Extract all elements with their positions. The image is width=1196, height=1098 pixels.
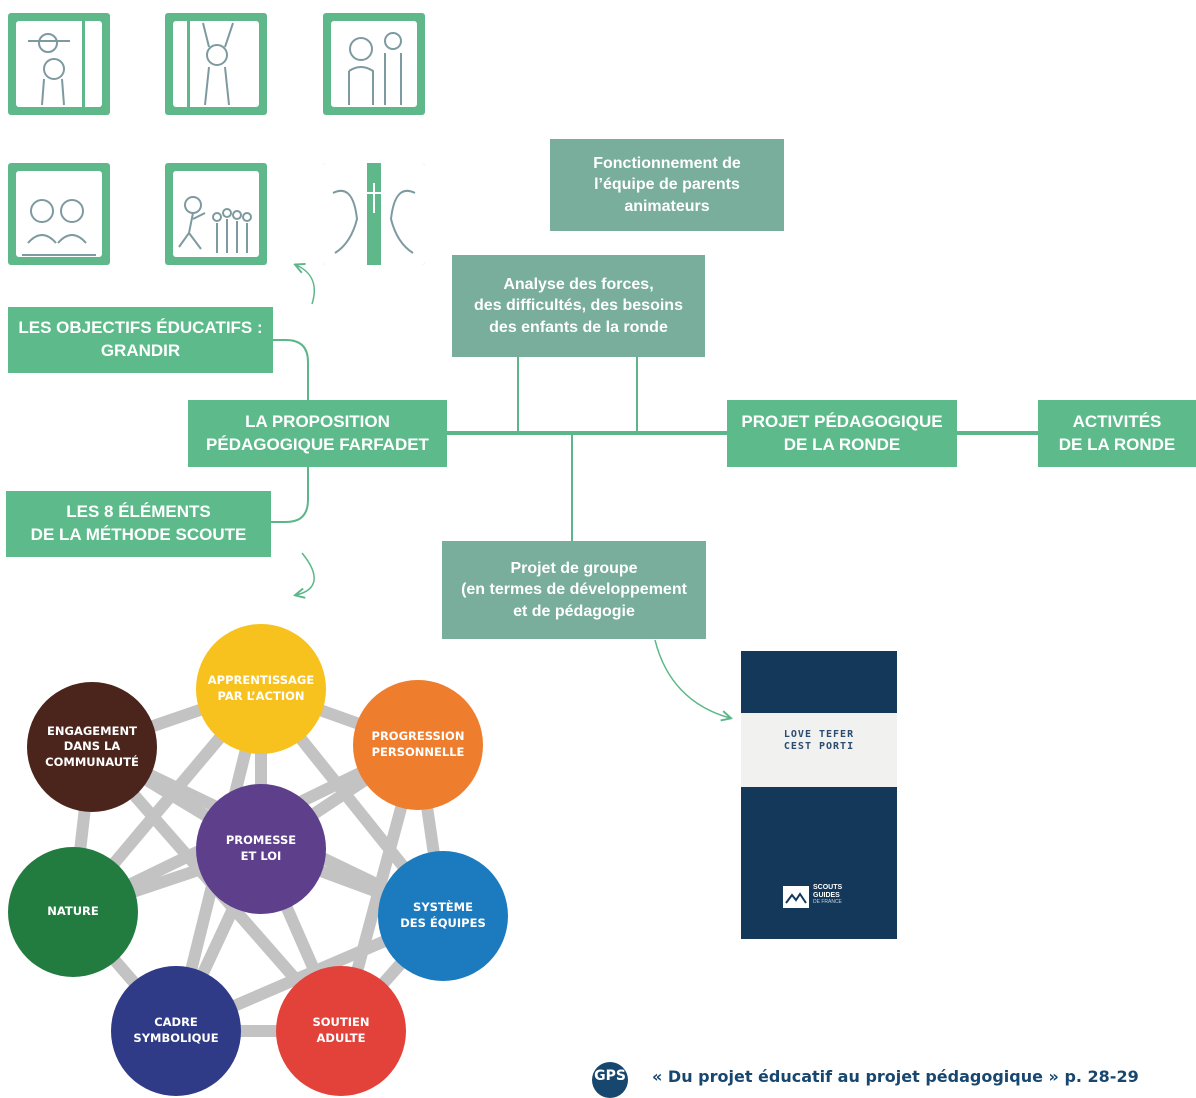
proposition-line-1: LA PROPOSITION bbox=[245, 411, 390, 431]
booklet-headline-line: LOVE TEFER bbox=[783, 729, 855, 740]
booklet-cover: LOVE TEFER CEST PORTI SCOUTS GUIDES DE F… bbox=[741, 651, 897, 939]
method-circle-symbolic-framework: CADRE SYMBOLIQUE bbox=[111, 966, 241, 1096]
circle-label-line: PROGRESSION bbox=[371, 729, 465, 744]
analysis-box: Analyse des forces, des difficultés, des… bbox=[452, 255, 705, 357]
method-circle-personal-progression: PROGRESSION PERSONNELLE bbox=[353, 680, 483, 810]
functioning-line-3: animateurs bbox=[624, 197, 710, 215]
scouts-logo-icon bbox=[783, 886, 809, 908]
project-line-2: DE LA RONDE bbox=[783, 434, 901, 454]
children-sitting-illustration bbox=[8, 163, 110, 265]
arrow-connectors bbox=[296, 265, 730, 718]
proposition-box: LA PROPOSITION PÉDAGOGIQUE FARFADET bbox=[188, 400, 447, 467]
functioning-box: Fonctionnement de l’équipe de parents an… bbox=[550, 139, 784, 231]
circle-label-line: DES ÉQUIPES bbox=[400, 916, 486, 930]
method-circle-community-engagement: ENGAGEMENT DANS LA COMMUNAUTÉ bbox=[27, 682, 157, 812]
gps-badge: GPS bbox=[592, 1062, 628, 1098]
activities-line-2: DE LA RONDE bbox=[1058, 434, 1176, 454]
group-project-line-3: et de pédagogie bbox=[513, 602, 635, 620]
booklet-headline: LOVE TEFER CEST PORTI bbox=[741, 729, 897, 752]
circle-label-line: SYSTÈME bbox=[413, 900, 473, 915]
circle-label-line: NATURE bbox=[47, 904, 99, 919]
circle-label-line: CADRE bbox=[154, 1015, 198, 1030]
project-line-1: PROJET PÉDAGOGIQUE bbox=[741, 411, 943, 431]
method-line-1: LES 8 ÉLÉMENTS bbox=[66, 502, 211, 522]
objectives-line-2: GRANDIR bbox=[100, 341, 181, 360]
running-child-group-illustration bbox=[165, 163, 267, 265]
circle-label-line: SOUTIEN bbox=[312, 1015, 370, 1030]
circle-label-line: ENGAGEMENT bbox=[47, 723, 137, 738]
proposition-line-2: PÉDAGOGIQUE FARFADET bbox=[206, 434, 429, 454]
circle-label-line: ET LOI bbox=[240, 849, 282, 863]
child-arms-raised-illustration bbox=[165, 13, 267, 115]
method-circle-learning-by-doing: APPRENTISSAGE PAR L’ACTION bbox=[196, 624, 326, 754]
child-on-shoulders-illustration bbox=[8, 13, 110, 115]
circle-label-line: DANS LA bbox=[63, 739, 121, 754]
method-circle-adult-support: SOUTIEN ADULTE bbox=[276, 966, 406, 1096]
activities-box: ACTIVITÉS DE LA RONDE bbox=[1038, 400, 1196, 467]
brand-line: SCOUTS bbox=[813, 884, 843, 891]
brand-line: DE FRANCE bbox=[813, 899, 842, 906]
method-circle-nature: NATURE bbox=[8, 847, 138, 977]
group-project-line-1: Projet de groupe bbox=[510, 559, 638, 577]
analysis-line-1: Analyse des forces, bbox=[503, 275, 654, 293]
booklet-brand: SCOUTS GUIDES DE FRANCE bbox=[813, 884, 842, 906]
gps-reference: « Du projet éducatif au projet pédagogiq… bbox=[652, 1067, 1139, 1086]
brand-line: GUIDES bbox=[813, 892, 840, 900]
activities-line-1: ACTIVITÉS bbox=[1072, 411, 1162, 431]
circle-label-line: ADULTE bbox=[316, 1031, 366, 1045]
analysis-line-3: des enfants de la ronde bbox=[489, 318, 668, 336]
circle-label-line: PERSONNELLE bbox=[371, 745, 465, 759]
analysis-line-2: des difficultés, des besoins bbox=[474, 297, 683, 315]
functioning-line-2: l’équipe de parents bbox=[594, 176, 740, 194]
method-circle-promise-and-law: PROMESSE ET LOI bbox=[196, 784, 326, 914]
objectives-line-1: LES OBJECTIFS ÉDUCATIFS : bbox=[18, 318, 263, 338]
group-project-line-2: (en termes de développement bbox=[461, 581, 687, 599]
main-connector-lines bbox=[271, 339, 1038, 541]
functioning-line-1: Fonctionnement de bbox=[593, 154, 741, 172]
pedagogical-project-box: PROJET PÉDAGOGIQUE DE LA RONDE bbox=[727, 400, 957, 467]
method-box: LES 8 ÉLÉMENTS DE LA MÉTHODE SCOUTE bbox=[6, 491, 271, 557]
method-line-2: DE LA MÉTHODE SCOUTE bbox=[30, 525, 247, 544]
circle-label-line: PAR L’ACTION bbox=[217, 689, 305, 703]
circle-label-line: SYMBOLIQUE bbox=[133, 1031, 219, 1045]
circle-label-line: COMMUNAUTÉ bbox=[45, 754, 139, 769]
booklet-torn-band bbox=[741, 713, 897, 787]
circle-label-line: APPRENTISSAGE bbox=[207, 673, 315, 688]
two-faces-illustration bbox=[323, 163, 425, 265]
circle-label-line: PROMESSE bbox=[225, 833, 297, 848]
children-standing-illustration bbox=[323, 13, 425, 115]
group-project-box: Projet de groupe (en termes de développe… bbox=[442, 541, 706, 639]
method-circle-team-system: SYSTÈME DES ÉQUIPES bbox=[378, 851, 508, 981]
booklet-headline-line: CEST PORTI bbox=[783, 740, 855, 752]
objectives-box: LES OBJECTIFS ÉDUCATIFS : GRANDIR bbox=[8, 307, 273, 373]
